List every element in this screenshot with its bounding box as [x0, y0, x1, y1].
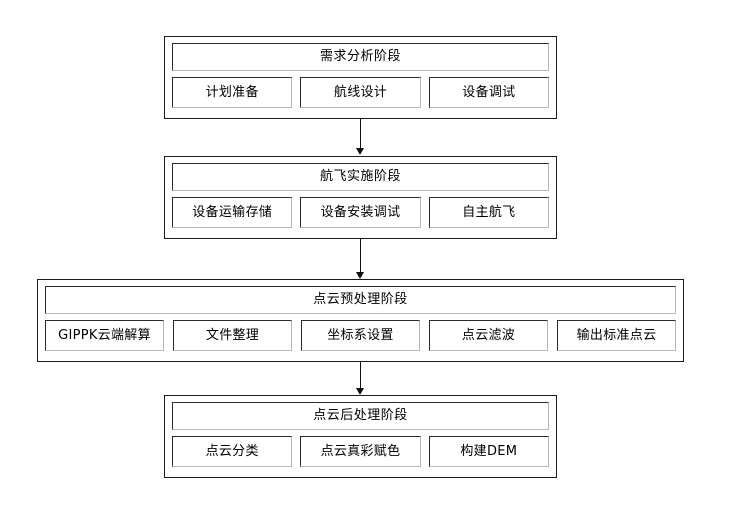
stage-item-box[interactable]: 文件整理 — [173, 320, 292, 351]
stage-item-box[interactable]: 设备安装调试 — [300, 197, 421, 228]
connector-shaft — [360, 362, 361, 389]
stage-item-box[interactable]: 航线设计 — [300, 77, 421, 108]
stage-item-box[interactable]: GIPPK云端解算 — [45, 320, 164, 351]
stage-items-pointcloud-preprocessing: GIPPK云端解算 文件整理 坐标系设置 点云滤波 输出标准点云 — [45, 320, 676, 351]
connector-arrow-3 — [354, 362, 368, 395]
stage-items-flight-execution: 设备运输存储 设备安装调试 自主航飞 — [172, 197, 549, 228]
connector-arrow-2 — [354, 239, 368, 279]
stage-block-requirement-analysis: 需求分析阶段 计划准备 航线设计 设备调试 — [164, 36, 557, 119]
connector-shaft — [360, 119, 361, 149]
stage-item-box[interactable]: 坐标系设置 — [301, 320, 420, 351]
stage-item-box[interactable]: 构建DEM — [428, 436, 549, 467]
arrowhead-down-icon — [356, 388, 364, 395]
stage-item-box[interactable]: 自主航飞 — [428, 197, 549, 228]
stage-title-flight-execution: 航飞实施阶段 — [172, 163, 549, 191]
stage-block-pointcloud-preprocessing: 点云预处理阶段 GIPPK云端解算 文件整理 坐标系设置 点云滤波 输出标准点云 — [37, 279, 684, 362]
stage-title-pointcloud-preprocessing: 点云预处理阶段 — [45, 286, 676, 314]
stage-item-box[interactable]: 点云滤波 — [429, 320, 548, 351]
stage-item-box[interactable]: 计划准备 — [172, 77, 293, 108]
arrowhead-down-icon — [356, 148, 364, 155]
stage-block-flight-execution: 航飞实施阶段 设备运输存储 设备安装调试 自主航飞 — [164, 156, 557, 239]
stage-block-pointcloud-postprocessing: 点云后处理阶段 点云分类 点云真彩赋色 构建DEM — [164, 395, 557, 478]
stage-item-box[interactable]: 点云分类 — [172, 436, 293, 467]
stage-item-box[interactable]: 点云真彩赋色 — [300, 436, 421, 467]
stage-item-box[interactable]: 设备调试 — [428, 77, 549, 108]
stage-item-box[interactable]: 设备运输存储 — [172, 197, 293, 228]
stage-items-pointcloud-postprocessing: 点云分类 点云真彩赋色 构建DEM — [172, 436, 549, 467]
connector-arrow-1 — [354, 119, 368, 155]
connector-shaft — [360, 239, 361, 273]
stage-items-requirement-analysis: 计划准备 航线设计 设备调试 — [172, 77, 549, 108]
stage-title-requirement-analysis: 需求分析阶段 — [172, 43, 549, 71]
stage-item-box[interactable]: 输出标准点云 — [557, 320, 676, 351]
stage-title-pointcloud-postprocessing: 点云后处理阶段 — [172, 402, 549, 430]
arrowhead-down-icon — [356, 272, 364, 279]
